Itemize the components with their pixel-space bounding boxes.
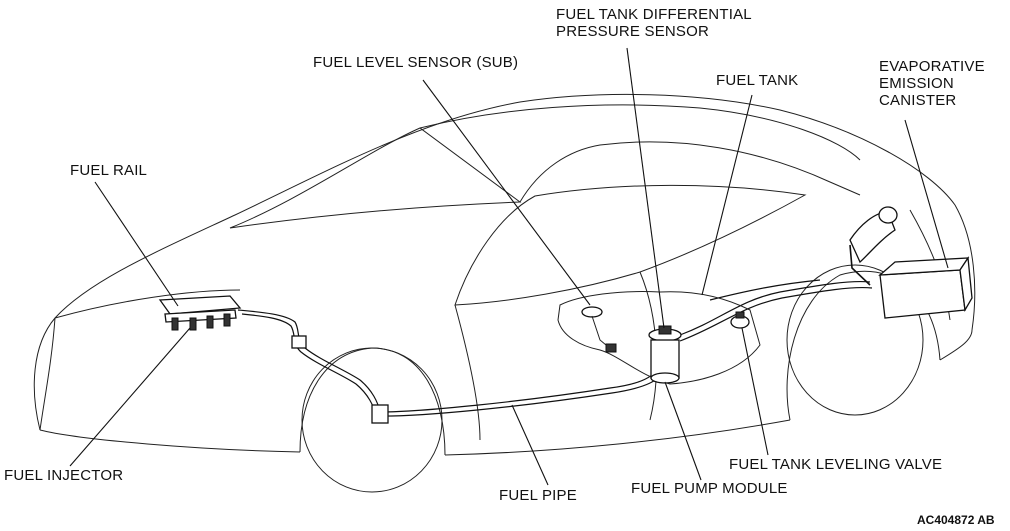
label-fuel-tank-leveling-valve: FUEL TANK LEVELING VALVE bbox=[729, 456, 943, 473]
figure-id: AC404872 AB bbox=[917, 513, 995, 527]
label-evaporative-emission-canister: EVAPORATIVE EMISSION CANISTER bbox=[879, 58, 985, 109]
front-wheel bbox=[299, 347, 446, 493]
fuel-pipe-line bbox=[237, 279, 873, 417]
fuel-pump-module-part bbox=[648, 325, 682, 384]
fuel-tank-part bbox=[557, 291, 761, 385]
label-fuel-pump-module: FUEL PUMP MODULE bbox=[631, 480, 788, 497]
front-connector bbox=[291, 335, 307, 349]
pipe-clip bbox=[371, 404, 389, 424]
label-fuel-level-sensor-sub: FUEL LEVEL SENSOR (SUB) bbox=[313, 54, 519, 71]
label-fuel-tank-differential-pressure-sensor: FUEL TANK DIFFERENTIAL PRESSURE SENSOR bbox=[556, 6, 752, 40]
label-fuel-pipe: FUEL PIPE bbox=[499, 487, 577, 504]
fuel-rail-part bbox=[158, 295, 242, 331]
label-fuel-rail: FUEL RAIL bbox=[70, 162, 148, 179]
label-fuel-injector: FUEL INJECTOR bbox=[4, 467, 124, 484]
label-fuel-tank: FUEL TANK bbox=[716, 72, 799, 89]
evaporative-emission-canister-part bbox=[849, 206, 973, 319]
fuel-tank-leveling-valve-part bbox=[730, 311, 750, 329]
car-body-outline bbox=[33, 93, 976, 456]
leader-lines bbox=[69, 47, 949, 486]
fuel-level-sensor-sub-part bbox=[581, 306, 617, 353]
